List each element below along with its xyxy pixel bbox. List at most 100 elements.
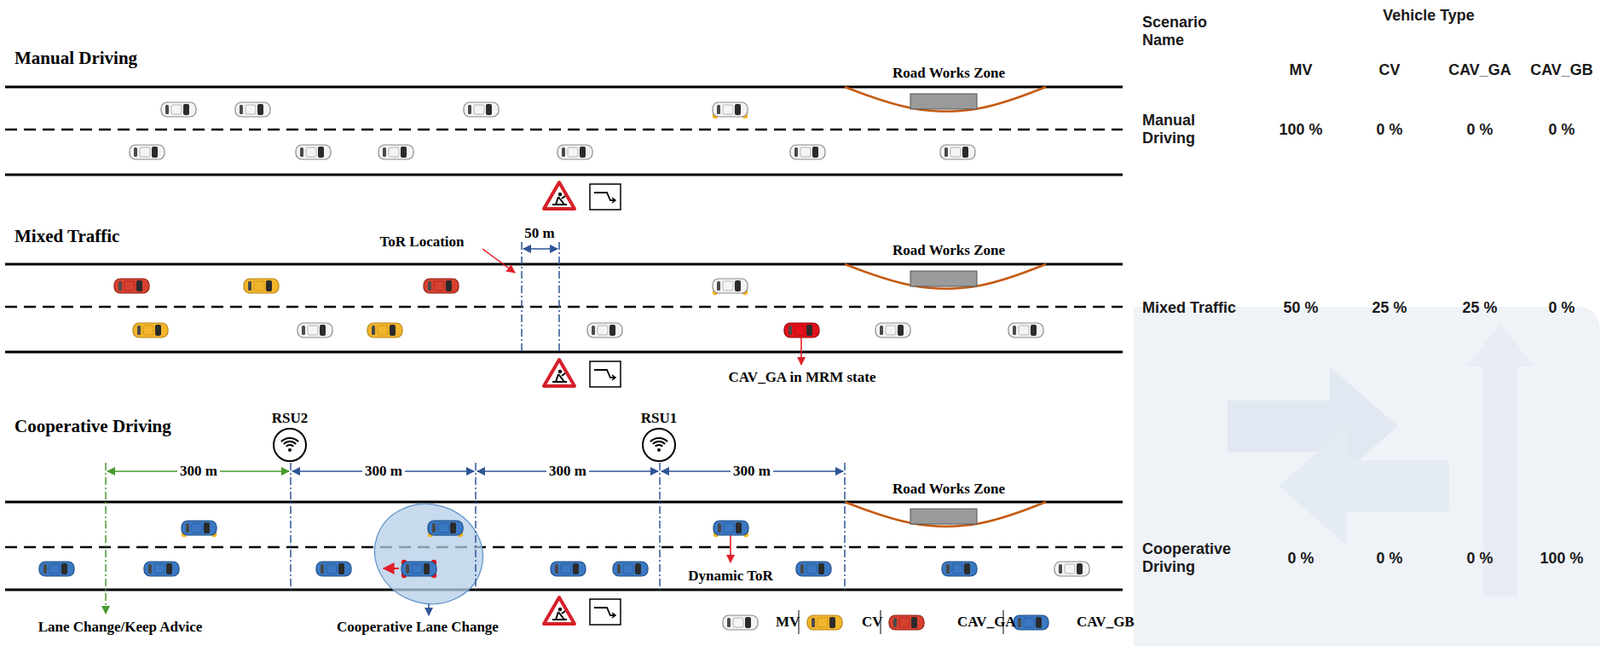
vehicle-icon bbox=[401, 560, 437, 578]
dash-dot-line bbox=[843, 462, 846, 590]
table-cell: Mixed Traffic bbox=[1142, 299, 1243, 318]
dash-dot-line bbox=[474, 462, 477, 590]
dimension-label: 50 m bbox=[524, 225, 555, 243]
vehicle-icon bbox=[612, 561, 648, 577]
road-works-zone bbox=[844, 86, 1046, 112]
vehicle-icon bbox=[378, 144, 414, 160]
leader-line bbox=[482, 248, 515, 273]
table-cell: 100 % bbox=[1278, 121, 1323, 139]
vehicle-icon bbox=[367, 323, 403, 338]
zone-label: Road Works Zone bbox=[892, 64, 1006, 82]
vehicle-icon bbox=[463, 102, 499, 117]
vehicle-icon bbox=[722, 615, 758, 630]
table-cell: MV bbox=[1289, 61, 1313, 80]
legend-label: MV bbox=[775, 613, 800, 631]
vehicle-icon bbox=[427, 520, 463, 538]
lane-shift-sign bbox=[589, 184, 621, 210]
tor-label: ToR Location bbox=[379, 233, 464, 251]
annotation-label: 300 m bbox=[730, 462, 774, 480]
vehicle-icon bbox=[712, 102, 748, 119]
annotation-label: 300 m bbox=[362, 462, 405, 480]
leader-line bbox=[800, 337, 803, 365]
vehicle-icon bbox=[181, 520, 217, 538]
vehicle-icon bbox=[587, 323, 623, 338]
dash-dot-line bbox=[658, 462, 661, 590]
vehicle-icon bbox=[713, 520, 749, 538]
rsu-label: RSU1 bbox=[641, 410, 678, 428]
table-cell: 25 % bbox=[1461, 299, 1497, 318]
rsu-icon bbox=[642, 428, 676, 462]
table-cell: 0 % bbox=[1466, 121, 1493, 139]
table-cell: CV bbox=[1378, 61, 1400, 80]
vehicle-icon bbox=[550, 561, 586, 577]
vehicle-icon bbox=[1008, 323, 1044, 338]
legend-label: CV bbox=[861, 613, 884, 631]
table-cell: 50 % bbox=[1282, 299, 1318, 318]
vehicle-icon bbox=[144, 561, 180, 577]
table-cell: Vehicle Type bbox=[1382, 6, 1475, 25]
vehicle-icon bbox=[875, 323, 911, 338]
vehicle-icon bbox=[243, 278, 279, 294]
road bbox=[5, 86, 1123, 210]
table-cell: 0 % bbox=[1466, 549, 1493, 568]
vehicle-icon bbox=[941, 561, 977, 577]
vehicle-icon bbox=[132, 323, 168, 338]
table-cell: 0 % bbox=[1548, 121, 1575, 139]
road bbox=[5, 264, 1123, 388]
zone-label: Road Works Zone bbox=[892, 242, 1006, 260]
leader-line bbox=[729, 535, 732, 563]
vehicle-icon bbox=[940, 144, 976, 160]
vehicle-icon bbox=[889, 615, 925, 630]
vehicle-icon bbox=[39, 561, 75, 577]
rsu-icon bbox=[273, 428, 307, 462]
dimension-arrow bbox=[523, 248, 558, 250]
lane-change-arrow bbox=[383, 567, 399, 570]
vehicle-icon bbox=[807, 615, 843, 630]
lane-shift-sign bbox=[589, 361, 621, 388]
annotation-label: Road Works Zone bbox=[892, 480, 1006, 498]
roadworks-sign bbox=[543, 182, 575, 209]
legend-label: CAV_GA bbox=[957, 613, 1017, 631]
annotation-label: Lane Change/Keep Advice bbox=[38, 618, 203, 636]
vehicle-icon bbox=[1013, 615, 1049, 630]
table-cell: 0 % bbox=[1287, 549, 1314, 568]
lane-shift-sign bbox=[589, 599, 621, 625]
panel-title: Mixed Traffic bbox=[14, 225, 120, 248]
panel-title: Manual Driving bbox=[14, 47, 138, 70]
vehicle-icon bbox=[297, 323, 333, 338]
vehicle-icon bbox=[423, 278, 459, 294]
annotation-label: 300 m bbox=[546, 462, 590, 480]
vehicle-icon bbox=[427, 520, 463, 538]
table-cell: Cooperative Driving bbox=[1142, 540, 1243, 577]
vehicle-icon bbox=[796, 561, 832, 577]
annotation-label: Cooperative Lane Change bbox=[336, 618, 499, 636]
table-cell: Manual Driving bbox=[1142, 111, 1243, 148]
annotation-label: 300 m bbox=[177, 462, 220, 480]
dash-dot-line bbox=[289, 462, 292, 590]
legend-label: CAV_GB bbox=[1076, 613, 1135, 631]
vehicle-icon bbox=[114, 278, 150, 294]
vehicle-icon bbox=[295, 144, 331, 160]
panel-title: Cooperative Driving bbox=[14, 415, 172, 438]
dash-dot-line bbox=[558, 242, 561, 353]
table-cell: 0 % bbox=[1375, 121, 1403, 139]
table-cell: 0 % bbox=[1548, 299, 1575, 318]
roadworks-sign bbox=[543, 359, 575, 387]
table-cell: 25 % bbox=[1371, 299, 1407, 318]
leader-line bbox=[427, 604, 430, 616]
vehicle-icon bbox=[235, 102, 271, 117]
table-cell: CAV_GA bbox=[1448, 61, 1512, 80]
watermark bbox=[1133, 306, 1600, 646]
vehicle-icon bbox=[316, 561, 352, 577]
annotation-label: Dynamic ToR bbox=[687, 567, 774, 585]
table-cell: CAV_GB bbox=[1530, 61, 1594, 80]
vehicle-icon bbox=[129, 144, 165, 160]
table-cell: 100 % bbox=[1539, 549, 1583, 568]
table-cell: 0 % bbox=[1375, 549, 1403, 568]
dash-dot-line bbox=[104, 462, 107, 614]
vehicle-icon bbox=[161, 102, 197, 117]
dash-dot-line bbox=[520, 242, 523, 353]
table-cell: Scenario Name bbox=[1142, 13, 1243, 50]
